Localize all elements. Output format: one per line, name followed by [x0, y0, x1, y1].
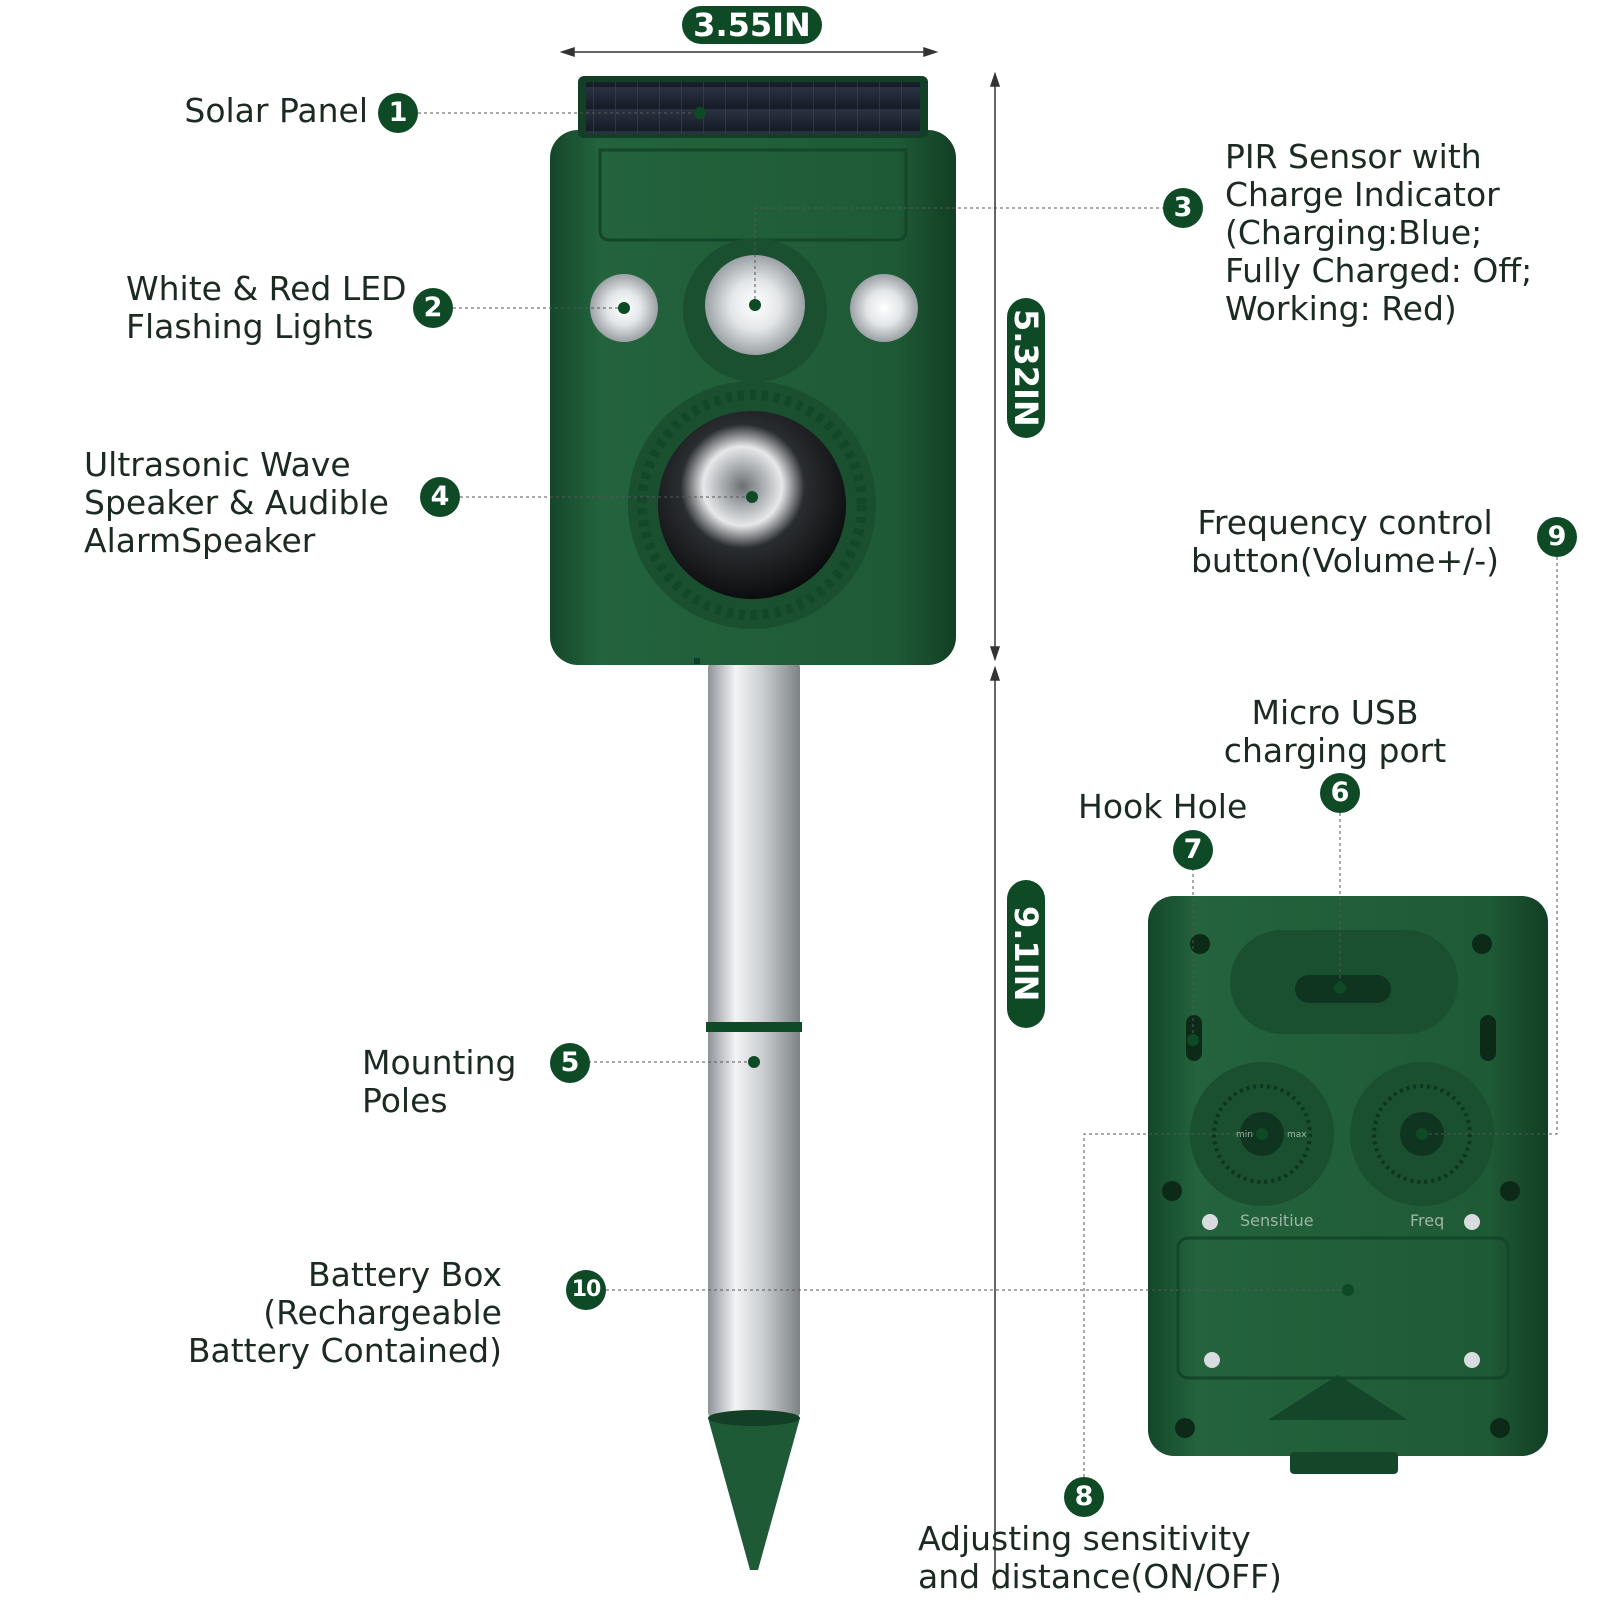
callout-5-label: Mounting Poles — [362, 1043, 517, 1120]
dimension-lines — [559, 46, 1001, 1590]
total-height-dimension: 9.1IN — [1007, 880, 1045, 1028]
dial-sensitivity-label: Sensitiue — [1240, 1211, 1314, 1230]
callout-5-badge: 5 — [550, 1043, 590, 1083]
callout-4-label: Ultrasonic Wave Speaker & Audible AlarmS… — [84, 445, 389, 560]
leader-lines — [418, 112, 1558, 1477]
callout-8-badge: 8 — [1064, 1477, 1104, 1517]
callout-10-label: Battery Box (Rechargeable Battery Contai… — [187, 1255, 502, 1370]
device-front — [550, 76, 956, 665]
callout-1-label: Solar Panel — [184, 91, 368, 130]
device-height-dimension: 5.32IN — [1007, 298, 1045, 438]
callout-10-badge: 10 — [566, 1270, 606, 1310]
battery-box — [1176, 1236, 1510, 1380]
mounting-pole — [706, 660, 802, 1570]
device-back: min max Sensitiue Freq — [1148, 896, 1548, 1474]
callout-9-badge: 9 — [1537, 517, 1577, 557]
callout-8-label: Adjusting sensitivity and distance(ON/OF… — [918, 1519, 1282, 1596]
callout-7-label: Hook Hole — [1078, 787, 1248, 826]
callout-2-label: White & Red LED Flashing Lights — [126, 269, 407, 346]
dial-max-label: max — [1287, 1130, 1307, 1140]
dial-frequency-label: Freq — [1410, 1211, 1444, 1230]
led-light-right — [850, 274, 918, 342]
callout-6-label: Micro USB charging port — [1223, 693, 1447, 770]
callout-9-label: Frequency control button(Volume+/-) — [1190, 503, 1499, 580]
solar-panel — [586, 82, 920, 134]
callout-7-badge: 7 — [1173, 830, 1213, 870]
ultrasonic-speaker — [658, 411, 846, 599]
callout-1-badge: 1 — [378, 93, 418, 133]
callout-3-badge: 3 — [1163, 188, 1203, 228]
width-dimension: 3.55IN — [682, 6, 822, 44]
callout-4-badge: 4 — [420, 477, 460, 517]
leader-dots — [618, 107, 1428, 1296]
callout-2-badge: 2 — [413, 288, 453, 328]
callout-6-badge: 6 — [1320, 773, 1360, 813]
callout-3-label: PIR Sensor with Charge Indicator (Chargi… — [1225, 137, 1533, 328]
dial-min-label: min — [1236, 1130, 1253, 1140]
